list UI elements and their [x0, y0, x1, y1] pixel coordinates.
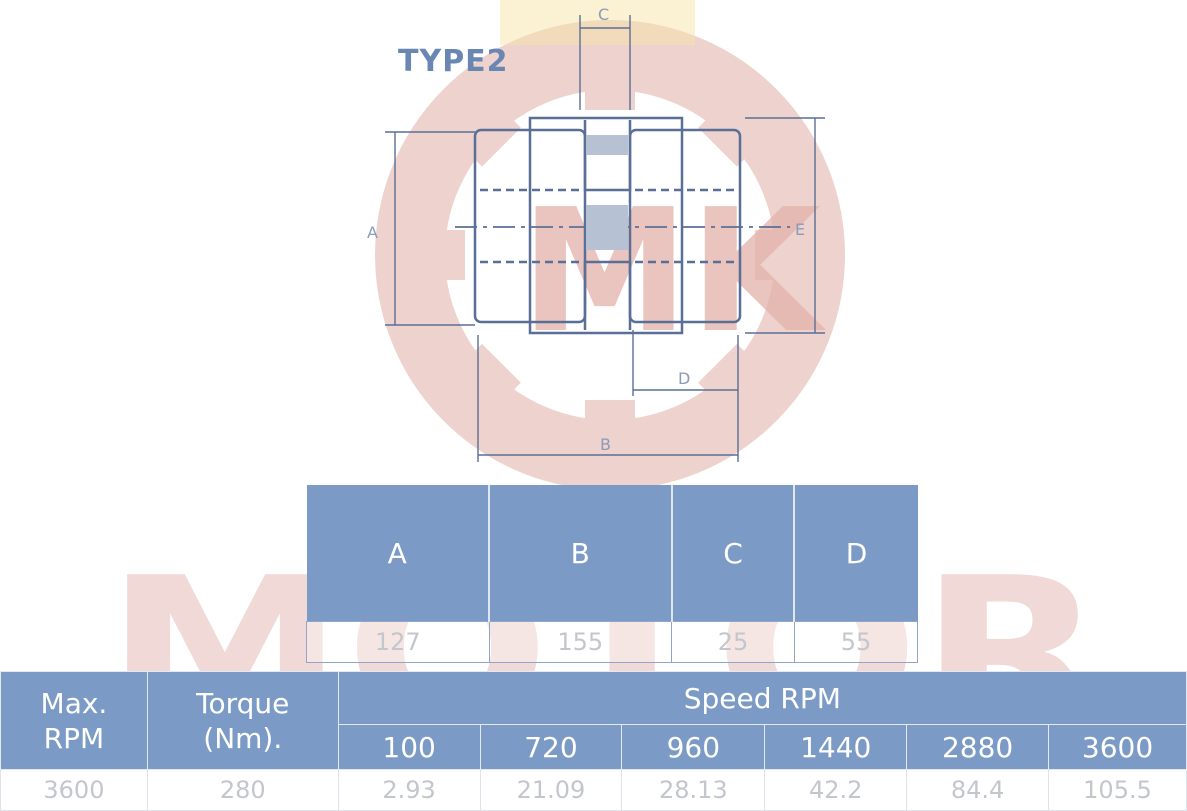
dim-label-d: D [678, 369, 690, 388]
speed-table: Max. RPM Torque (Nm). Speed RPM 100 720 … [0, 671, 1187, 811]
type-label: TYPE2 [398, 44, 509, 79]
speed-header-1440: 1440 [764, 724, 908, 770]
dimensions-value-a: 127 [306, 621, 490, 663]
torque-header-line1: Torque [196, 686, 290, 720]
speed-value-100: 2.93 [337, 769, 481, 811]
speed-value-720: 21.09 [479, 769, 623, 811]
speed-value-960: 28.13 [621, 769, 766, 811]
dimensions-value-b: 155 [488, 621, 672, 663]
dimensions-header-d: D [794, 485, 918, 622]
dimensions-header-b: B [489, 485, 673, 622]
dim-label-c: C [598, 5, 609, 24]
speed-value-3600: 105.5 [1048, 769, 1187, 811]
dimensions-value-d: 55 [793, 621, 919, 663]
dimensions-header-row: A B C D [306, 485, 918, 622]
max-rpm-value: 3600 [0, 769, 148, 811]
dimensions-value-c: 25 [671, 621, 795, 663]
dim-label-e: E [795, 220, 805, 239]
speed-rpm-header: Speed RPM [337, 671, 1187, 725]
dim-label-b: B [600, 435, 611, 454]
dimension-labels: C A E D B [367, 5, 805, 454]
torque-header: Torque (Nm). [146, 671, 339, 770]
max-rpm-header-line2: RPM [43, 721, 105, 755]
dim-label-a: A [367, 223, 378, 242]
torque-header-line2: (Nm). [203, 721, 283, 755]
dimensions-table: A B C D 127 155 25 55 [306, 485, 919, 663]
dimensions-header-a: A [306, 485, 490, 622]
dimensions-header-c: C [671, 485, 796, 622]
max-rpm-header-line1: Max. [40, 686, 108, 720]
speed-header-2880: 2880 [906, 724, 1050, 770]
speed-header-960: 960 [621, 724, 766, 770]
elastomer-spider [586, 135, 628, 250]
max-rpm-header: Max. RPM [0, 671, 148, 770]
table-row: 127 155 25 55 [306, 621, 919, 663]
coupling-drawing: C A E D B [367, 5, 825, 462]
speed-value-2880: 84.4 [906, 769, 1050, 811]
torque-value: 280 [146, 769, 339, 811]
speed-header-720: 720 [479, 724, 623, 770]
speed-header-3600: 3600 [1048, 724, 1187, 770]
table-row: 3600 280 2.93 21.09 28.13 42.2 84.4 105.… [0, 769, 1187, 811]
speed-header-100: 100 [337, 724, 481, 770]
speed-value-1440: 42.2 [764, 769, 908, 811]
